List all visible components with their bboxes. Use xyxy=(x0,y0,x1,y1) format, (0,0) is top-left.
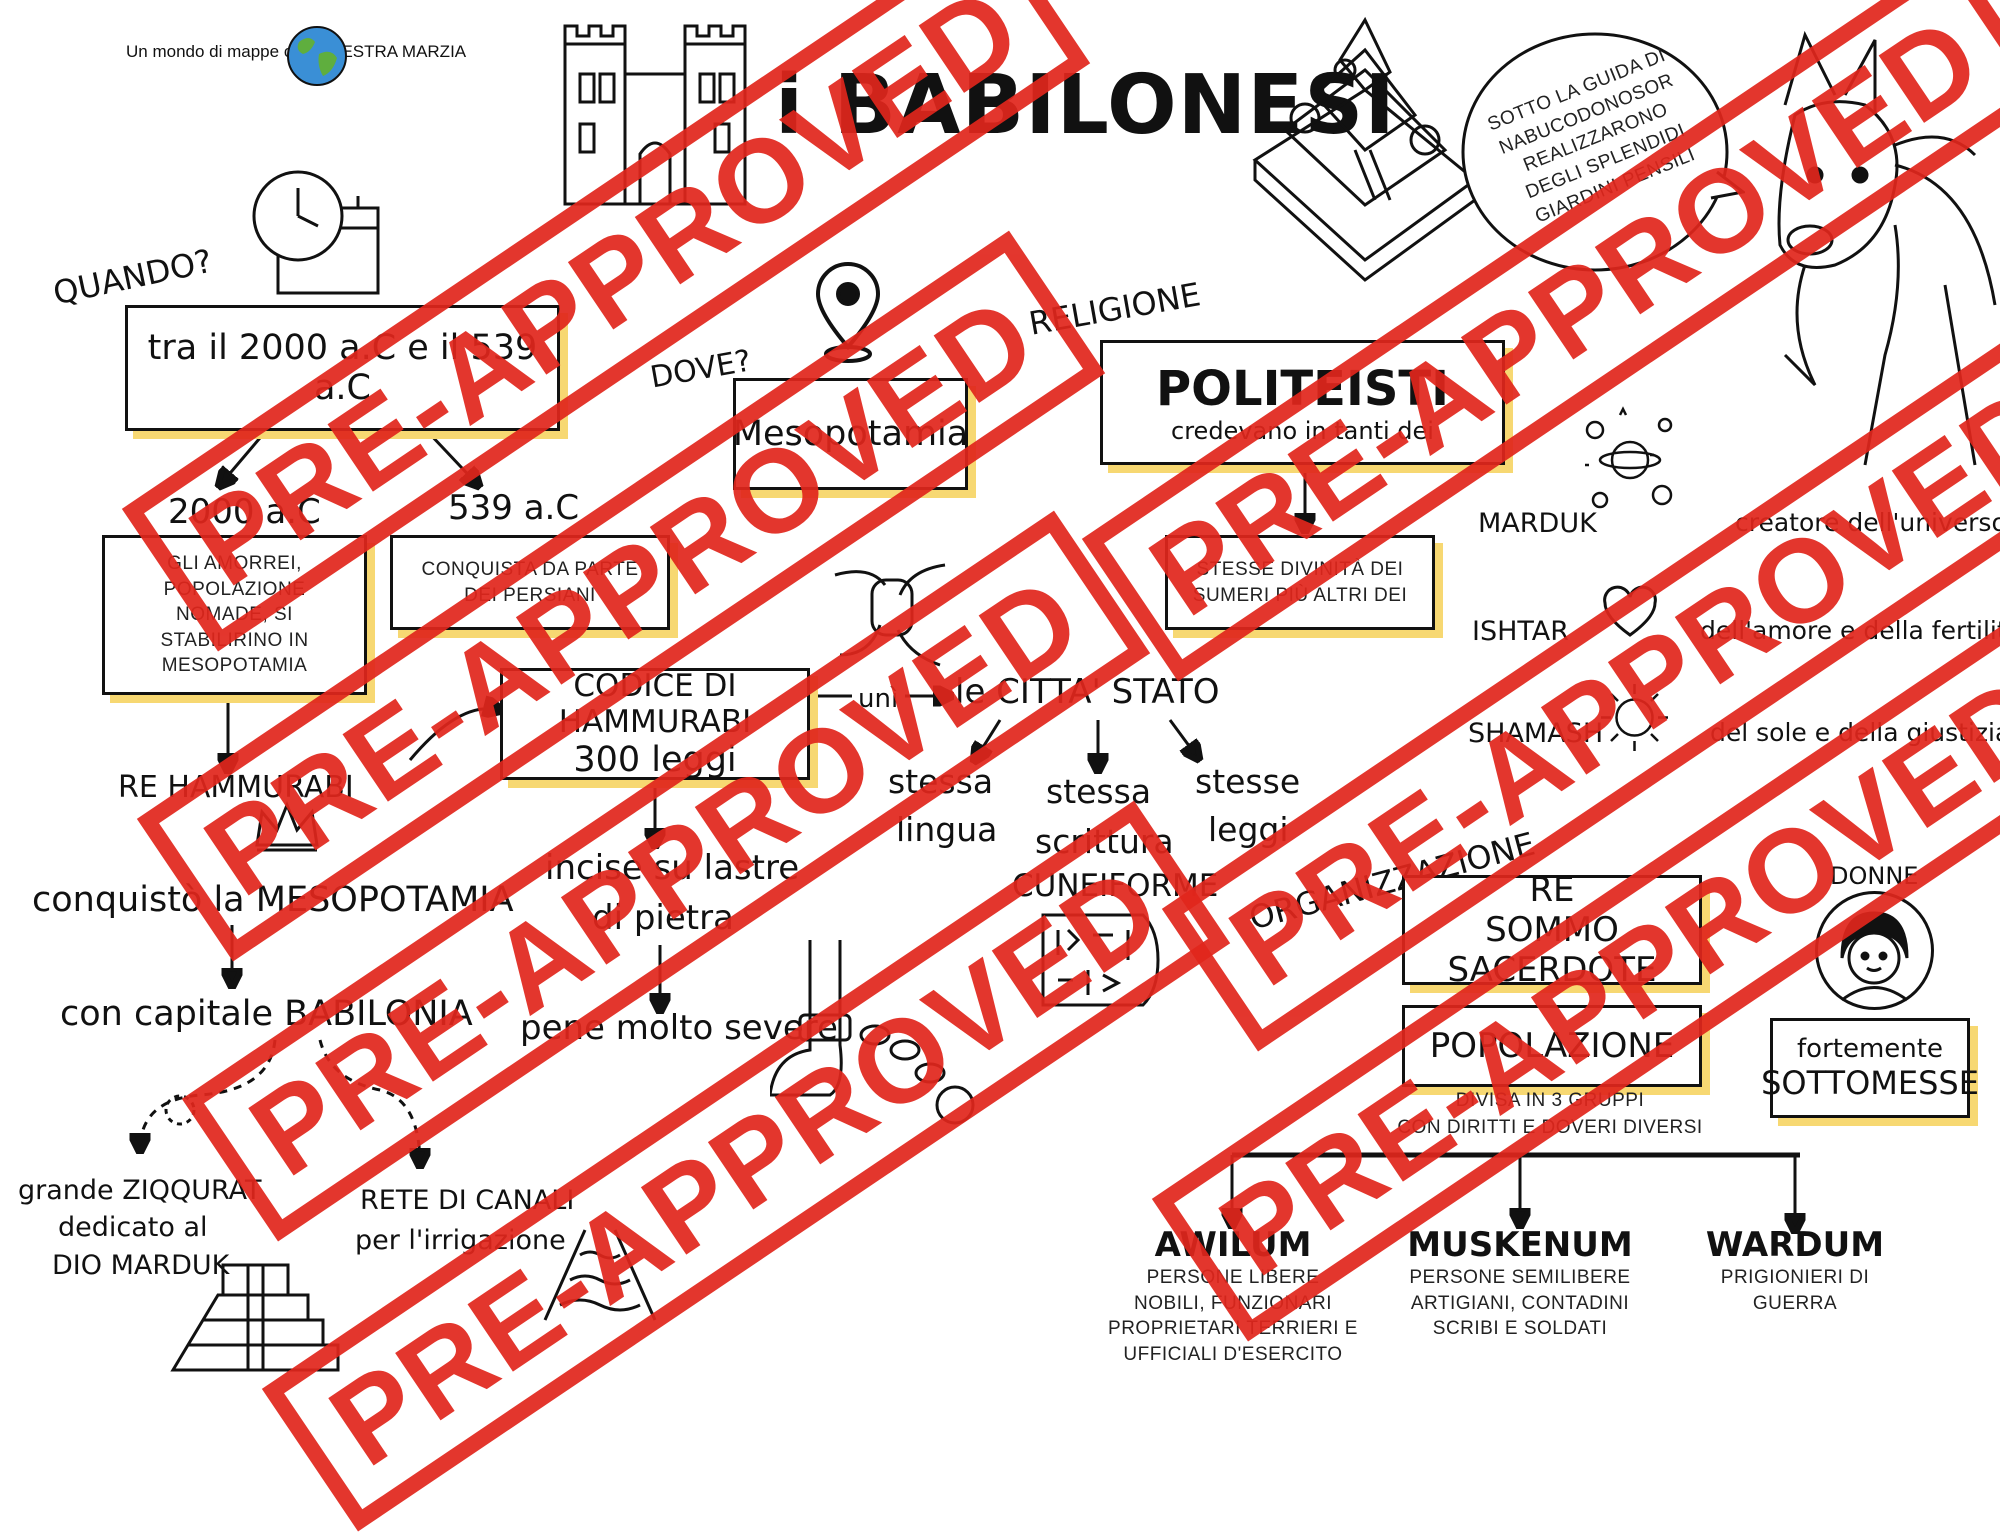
group-desc-line: ARTIGIANI, CONTADINI xyxy=(1410,1292,1630,1314)
group-name: MUSKENUM xyxy=(1407,1225,1633,1265)
gods-note-text: STESSE DIVINITÀ DEI SUMERI PIÙ ALTRI DEI xyxy=(1192,558,1408,606)
politeisti-box: POLITEISTI credevano in tanti dei xyxy=(1100,340,1505,465)
god-name: MARDUK xyxy=(1478,508,1597,539)
politeisti-subtitle: credevano in tanti dei xyxy=(1171,416,1434,445)
ziqqurat-icon xyxy=(168,1230,343,1375)
king-hammurabi: RE HAMMURABI xyxy=(118,770,354,805)
group-desc-line: GUERRA xyxy=(1752,1292,1838,1314)
canali-line-2: per l'irrigazione xyxy=(355,1225,566,1256)
same-script-1: stessa xyxy=(1046,772,1152,811)
ziqqurat-line-2: dedicato al xyxy=(58,1212,208,1243)
same-script-3: CUNEIFORME xyxy=(1012,868,1219,904)
god-name: ISHTAR xyxy=(1472,616,1570,647)
group-desc-line: PRIGIONIERI DI xyxy=(1720,1267,1870,1288)
ziqqurat-line-3: DIO MARDUK xyxy=(52,1250,230,1281)
population-desc-2: CON DIRITTI E DOVERI DIVERSI xyxy=(1397,1117,1703,1138)
same-lang-2: lingua xyxy=(896,810,998,849)
population-box: POPOLAZIONE xyxy=(1402,1005,1702,1087)
codice-title-1: CODICE DI HAMMURABI xyxy=(558,668,752,740)
shackle-icon xyxy=(768,935,990,1125)
hands-unity-icon xyxy=(830,545,950,675)
same-laws-1: stesse xyxy=(1195,762,1301,801)
politeisti-title: POLITEISTI xyxy=(1156,360,1449,417)
population-desc-1: DIVISA IN 3 GRUPPI xyxy=(1455,1090,1645,1111)
unites-text: unì xyxy=(858,684,899,714)
women-box: fortemente SOTTOMESSE xyxy=(1761,1018,1979,1118)
women-label: DONNE xyxy=(1830,862,1919,890)
start-date: 2000 a.C xyxy=(168,492,321,532)
ziqqurat-line-1: grande ZIQQURAT xyxy=(18,1175,262,1206)
group-desc-line: PERSONE SEMILIBERE xyxy=(1409,1267,1631,1288)
speech-bubble: SOTTO LA GUIDA DI NABUCODONOSOR REALIZZA… xyxy=(1455,22,1745,282)
god-role: dell'amore e della fertilità xyxy=(1700,616,2000,645)
king-text-2: SOMMO SACERDOTE xyxy=(1447,910,1657,990)
god-name: SHAMASH xyxy=(1468,718,1604,749)
group-desc-line: PROPRIETARI TERRIERI E xyxy=(1108,1318,1358,1340)
women-text-1: fortemente xyxy=(1797,1034,1943,1064)
end-desc-box: CONQUISTA DA PARTE DEI PERSIANI xyxy=(390,535,670,630)
god-role: del sole e della giustizia xyxy=(1710,718,2000,747)
group-name: WARDUM xyxy=(1705,1225,1885,1265)
period-text: tra il 2000 a.C e il 539 a.C xyxy=(147,328,538,408)
canali-line-1: RETE DI CANALI xyxy=(360,1185,575,1216)
crown-icon xyxy=(252,800,322,855)
castle-icon xyxy=(555,14,755,209)
planets-icon xyxy=(1580,405,1680,515)
city-states-text: le CITTA' STATO xyxy=(955,672,1220,712)
codice-title-2: 300 leggi xyxy=(573,740,737,780)
codice-box: CODICE DI HAMMURABI 300 leggi xyxy=(500,668,810,780)
capital-text: con capitale BABILONIA xyxy=(60,994,473,1034)
engraved-line-2: di pietra xyxy=(592,898,734,938)
map-pin-icon xyxy=(808,262,888,367)
start-desc-text: GLI AMORREI, POPOLAZIONE NOMADE, SI STAB… xyxy=(160,552,309,677)
sun-icon xyxy=(1597,680,1672,755)
place-text: Mesopotamia xyxy=(732,414,969,454)
group-desc-line: SCRIBI E SOLDATI xyxy=(1432,1318,1608,1340)
group-name: AWILUM xyxy=(1154,1225,1312,1265)
clock-calendar-icon xyxy=(250,168,390,298)
god-role: creatore dell'universo xyxy=(1735,508,2000,537)
group-desc-line: UFFICIALI D'ESERCITO xyxy=(1123,1343,1343,1365)
women-text-2: SOTTOMESSE xyxy=(1761,1064,1979,1102)
gods-note-box: STESSE DIVINITÀ DEI SUMERI PIÙ ALTRI DEI xyxy=(1165,535,1435,630)
period-box: tra il 2000 a.C e il 539 a.C xyxy=(125,305,560,431)
end-desc-text: CONQUISTA DA PARTE DEI PERSIANI xyxy=(421,558,639,606)
same-laws-2: leggi xyxy=(1208,810,1289,849)
king-text-1: RE xyxy=(1529,870,1575,910)
group-desc-line: NOBILI, FUNZIONARI xyxy=(1134,1292,1332,1314)
group-desc-line: PERSONE LIBERE xyxy=(1146,1267,1320,1288)
connector-lines xyxy=(0,430,2000,1414)
population-text: POPOLAZIONE xyxy=(1429,1026,1675,1066)
globe-icon xyxy=(285,24,349,88)
place-box: Mesopotamia xyxy=(733,378,968,490)
canal-icon xyxy=(540,1225,660,1325)
woman-avatar-icon xyxy=(1812,888,1937,1013)
engraved-line-1: incise su lastre xyxy=(545,848,800,888)
same-script-2: scrittura xyxy=(1035,822,1174,861)
conquest-text: conquistò la MESOPOTAMIA xyxy=(32,880,514,920)
end-date: 539 a.C xyxy=(448,488,580,528)
heart-icon xyxy=(1600,585,1660,640)
start-desc-box: GLI AMORREI, POPOLAZIONE NOMADE, SI STAB… xyxy=(102,535,367,695)
same-lang-1: stessa xyxy=(888,762,994,801)
donkey-icon xyxy=(1745,25,2000,475)
king-box: RE SOMMO SACERDOTE xyxy=(1402,870,1702,990)
penalties-text: pene molto severe xyxy=(520,1008,838,1048)
cuneiform-tablet-icon xyxy=(1038,910,1163,1010)
